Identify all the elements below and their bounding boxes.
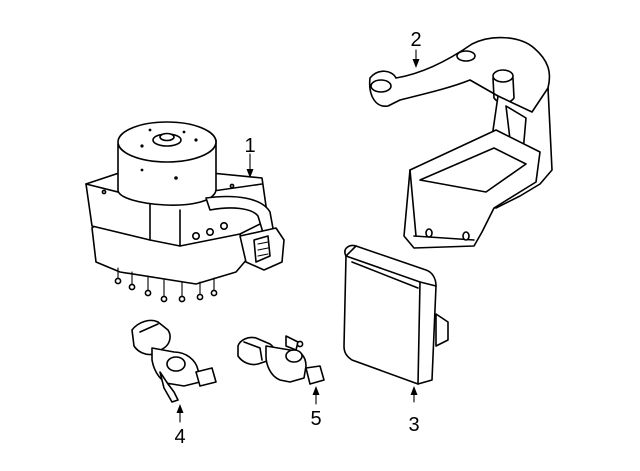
callout-5: 5 <box>310 408 321 430</box>
callout-2: 2 <box>410 29 421 51</box>
callout-4: 4 <box>174 426 185 448</box>
abs-modulator-icon[interactable]: 1 <box>85 121 285 303</box>
callout-1: 1 <box>244 135 255 157</box>
wheel-speed-sensor-icon[interactable]: 5 <box>237 335 325 430</box>
mounting-bracket-icon[interactable]: 2 <box>368 29 553 249</box>
control-module-icon[interactable]: 3 <box>343 244 449 436</box>
callout-3: 3 <box>408 414 419 436</box>
wheel-speed-sensor-icon[interactable]: 4 <box>131 319 217 448</box>
